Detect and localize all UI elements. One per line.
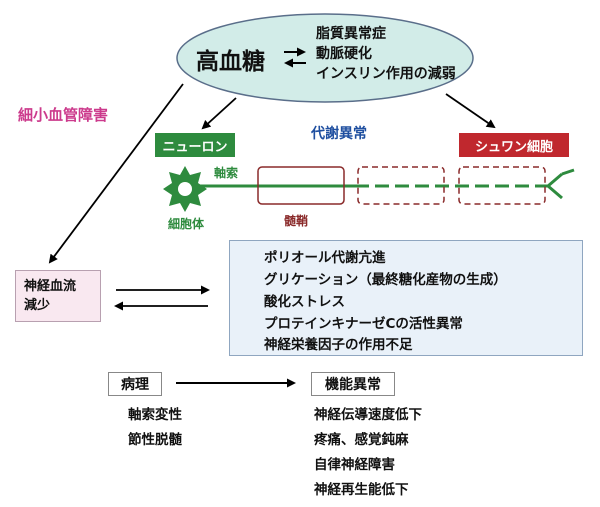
mechanism-item: ポリオール代謝亢進 [264, 250, 386, 266]
cause-item: 動脈硬化 [316, 46, 372, 62]
axon-terminal-icon [547, 168, 575, 200]
pathology-box: 病理 [108, 372, 162, 396]
cell-body-icon [163, 166, 207, 212]
functional-box: 機能異常 [311, 372, 395, 396]
blood-flow-box: 神経血流 減少 [15, 270, 101, 322]
neuron-tag: ニューロン [155, 133, 235, 157]
cell-body-label: 細胞体 [168, 217, 205, 231]
cause-list: 脂質異常症 動脈硬化 インスリン作用の減弱 [316, 24, 456, 84]
mechanism-item: グリケーション（最終糖化産物の生成） [264, 272, 507, 288]
reversible-arrow-icon [284, 47, 306, 68]
axon-label: 軸索 [214, 166, 239, 180]
hyperglycemia-label: 高血糖 [196, 49, 265, 75]
pathology-item: 軸索変性 [128, 407, 182, 423]
mechanism-item: プロテインキナーゼCの活性異常 [264, 316, 463, 332]
myelin-segment-solid [257, 166, 345, 205]
functional-item: 神経伝導速度低下 [314, 407, 422, 423]
cause-item: 脂質異常症 [316, 26, 386, 42]
arrow-to-schwann [445, 93, 496, 129]
pathology-list: 軸索変性 節性脱髄 [128, 403, 182, 453]
schwann-tag: シュワン細胞 [459, 133, 569, 157]
metabolic-label: 代謝異常 [311, 126, 367, 142]
mechanism-box: ポリオール代謝亢進 グリケーション（最終糖化産物の生成） 酸化ストレス プロテイ… [229, 240, 583, 356]
blood-flow-line: 減少 [24, 298, 51, 313]
mechanism-item: 酸化ストレス [264, 294, 345, 310]
mechanism-item: 神経栄養因子の作用不足 [264, 337, 413, 353]
functional-item: 自律神経障害 [314, 457, 395, 473]
pathology-item: 節性脱髄 [128, 432, 182, 448]
microvascular-label: 細小血管障害 [18, 106, 109, 124]
functional-item: 疼痛、感覚鈍麻 [314, 432, 409, 448]
functional-list: 神経伝導速度低下 疼痛、感覚鈍麻 自律神経障害 神経再生能低下 [314, 403, 422, 503]
blood-flow-line: 神経血流 [24, 279, 77, 294]
myelin-label: 髄鞘 [284, 214, 309, 228]
hyperglycemia-ellipse [176, 13, 474, 103]
arrow-to-blood-flow [48, 83, 184, 264]
arrow-to-neuron [201, 97, 237, 130]
functional-item: 神経再生能低下 [314, 482, 409, 498]
cause-item: インスリン作用の減弱 [316, 66, 456, 82]
